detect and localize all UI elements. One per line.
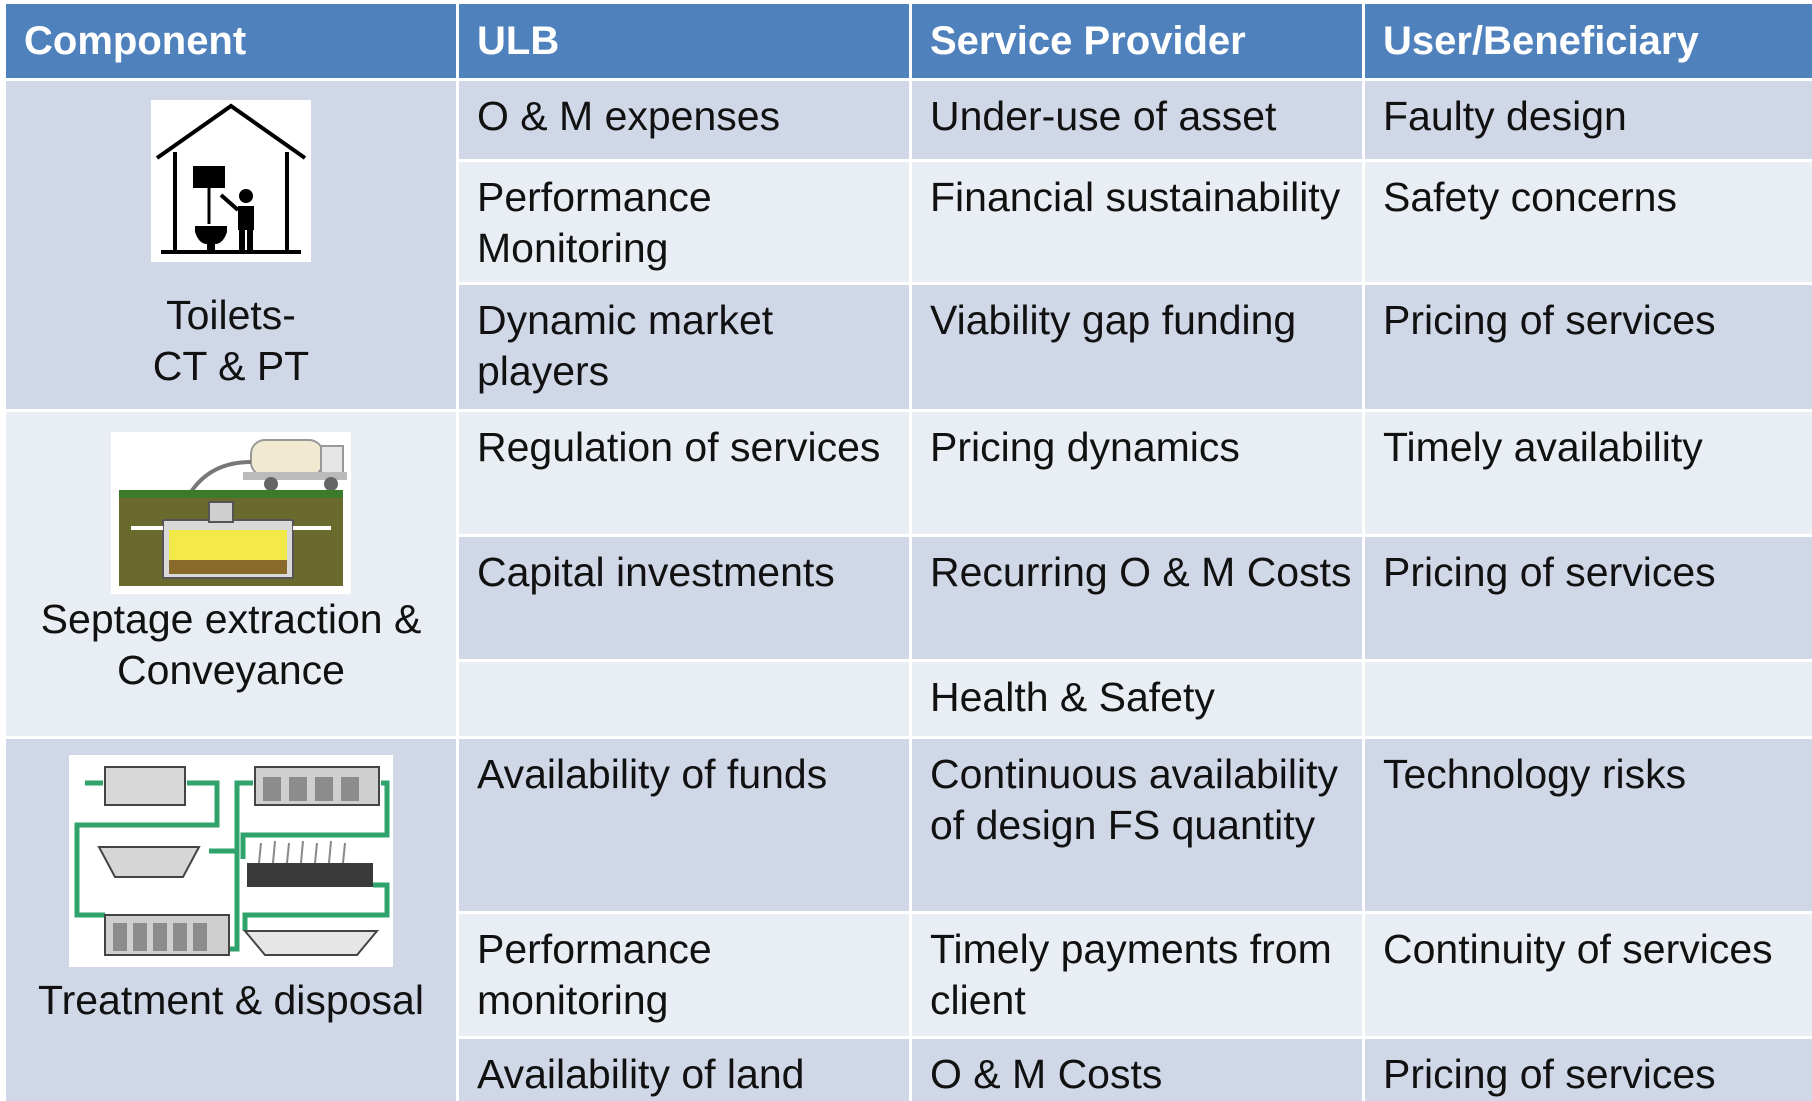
cell-provider: Health & Safety xyxy=(912,662,1362,736)
cell-user: Timely availability xyxy=(1365,412,1812,534)
toilet-icon xyxy=(151,100,311,262)
component-treatment: Treatment & disposal xyxy=(6,739,456,1101)
cell-user: Faulty design xyxy=(1365,81,1812,159)
header-component: Component xyxy=(6,4,456,78)
cell-provider: Recurring O & M Costs xyxy=(912,537,1362,659)
cell-user: Technology risks xyxy=(1365,739,1812,911)
responsibility-table: Component ULB Service Provider User/Bene… xyxy=(6,4,1812,1101)
cell-ulb: O & M expenses xyxy=(459,81,909,159)
cell-ulb: Performance Monitoring xyxy=(459,162,909,282)
septic-tank-truck-icon xyxy=(111,432,351,594)
cell-provider: Timely payments from client xyxy=(912,914,1362,1036)
cell-user: Pricing of services xyxy=(1365,1039,1812,1101)
cell-ulb: Dynamic market players xyxy=(459,285,909,409)
component-septage: Septage extraction & Conveyance xyxy=(6,412,456,736)
cell-provider: Under-use of asset xyxy=(912,81,1362,159)
header-service-provider: Service Provider xyxy=(912,4,1362,78)
cell-user: Pricing of services xyxy=(1365,537,1812,659)
component-label-line: Treatment & disposal xyxy=(38,977,424,1023)
cell-ulb xyxy=(459,662,909,736)
cell-provider: O & M Costs xyxy=(912,1039,1362,1101)
cell-ulb: Performance monitoring xyxy=(459,914,909,1036)
component-toilets: Toilets- CT & PT xyxy=(6,81,456,409)
cell-provider: Financial sustainability xyxy=(912,162,1362,282)
cell-user xyxy=(1365,662,1812,736)
treatment-plant-diagram-icon xyxy=(69,755,393,967)
cell-user: Pricing of services xyxy=(1365,285,1812,409)
cell-ulb: Capital investments xyxy=(459,537,909,659)
component-label-line: Septage extraction & xyxy=(40,596,422,642)
cell-ulb: Availability of funds xyxy=(459,739,909,911)
cell-provider: Pricing dynamics xyxy=(912,412,1362,534)
cell-ulb: Availability of land xyxy=(459,1039,909,1101)
component-label-line: Conveyance xyxy=(117,647,345,693)
cell-user: Safety concerns xyxy=(1365,162,1812,282)
cell-user: Continuity of services xyxy=(1365,914,1812,1036)
header-user-beneficiary: User/Beneficiary xyxy=(1365,4,1812,78)
cell-provider: Viability gap funding xyxy=(912,285,1362,409)
component-label-line: Toilets- xyxy=(166,292,296,338)
cell-provider: Continuous availability of design FS qua… xyxy=(912,739,1362,911)
cell-ulb: Regulation of services xyxy=(459,412,909,534)
component-label-line: CT & PT xyxy=(152,343,310,389)
header-ulb: ULB xyxy=(459,4,909,78)
